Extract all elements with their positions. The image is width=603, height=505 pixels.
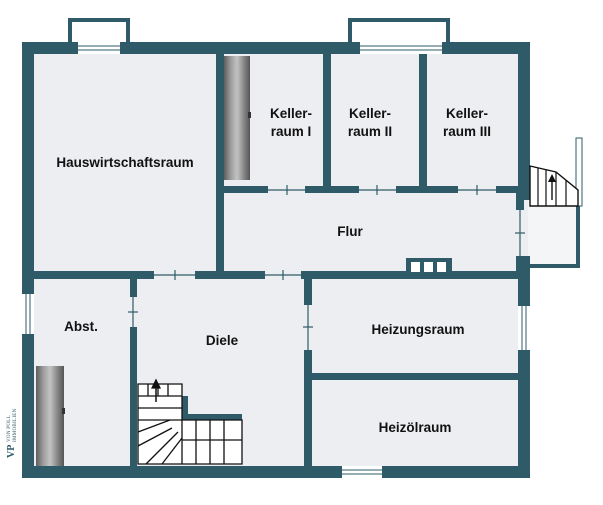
boiler-abstellraum [36, 366, 65, 466]
room-label-diele: Diele [206, 333, 239, 348]
credit-text: McGrundriss [521, 422, 528, 462]
watermark-brand-sub: IMMOBILIEN [13, 408, 18, 442]
room-label-kellerraum-3-line1: Keller- [446, 106, 488, 121]
window-bottom [342, 466, 382, 478]
boiler-hauswirtschaft [224, 56, 251, 180]
exterior-stair-exit [528, 137, 583, 268]
room-label-kellerraum-3-line2: raum III [443, 124, 491, 139]
window-top-right [348, 18, 450, 54]
room-label-kellerraum-1-line2: raum I [271, 124, 312, 139]
door-markers [128, 185, 525, 350]
room-label-kellerraum-2-line2: raum II [348, 124, 392, 139]
stairs-diele [137, 378, 243, 465]
room-label-hauswirtschaftsraum: Hauswirtschaftsraum [56, 155, 193, 170]
room-label-flur: Flur [337, 224, 363, 239]
room-label-heizoelraum: Heizölraum [379, 420, 452, 435]
watermark-brand-name: VON POLL [7, 415, 12, 442]
room-label-kellerraum-1-line1: Keller- [270, 106, 312, 121]
room-label-kellerraum-2-line1: Keller- [349, 106, 391, 121]
room-label-abst: Abst. [64, 319, 98, 334]
window-top-left [68, 18, 130, 54]
von-poll-watermark: VP VON POLL IMMOBILIEN [6, 408, 18, 458]
window-right [518, 306, 530, 350]
radiator-flur [406, 258, 452, 276]
room-label-heizungsraum: Heizungsraum [371, 322, 464, 337]
window-left [22, 294, 34, 334]
watermark-brand-mark: VP [6, 445, 17, 458]
